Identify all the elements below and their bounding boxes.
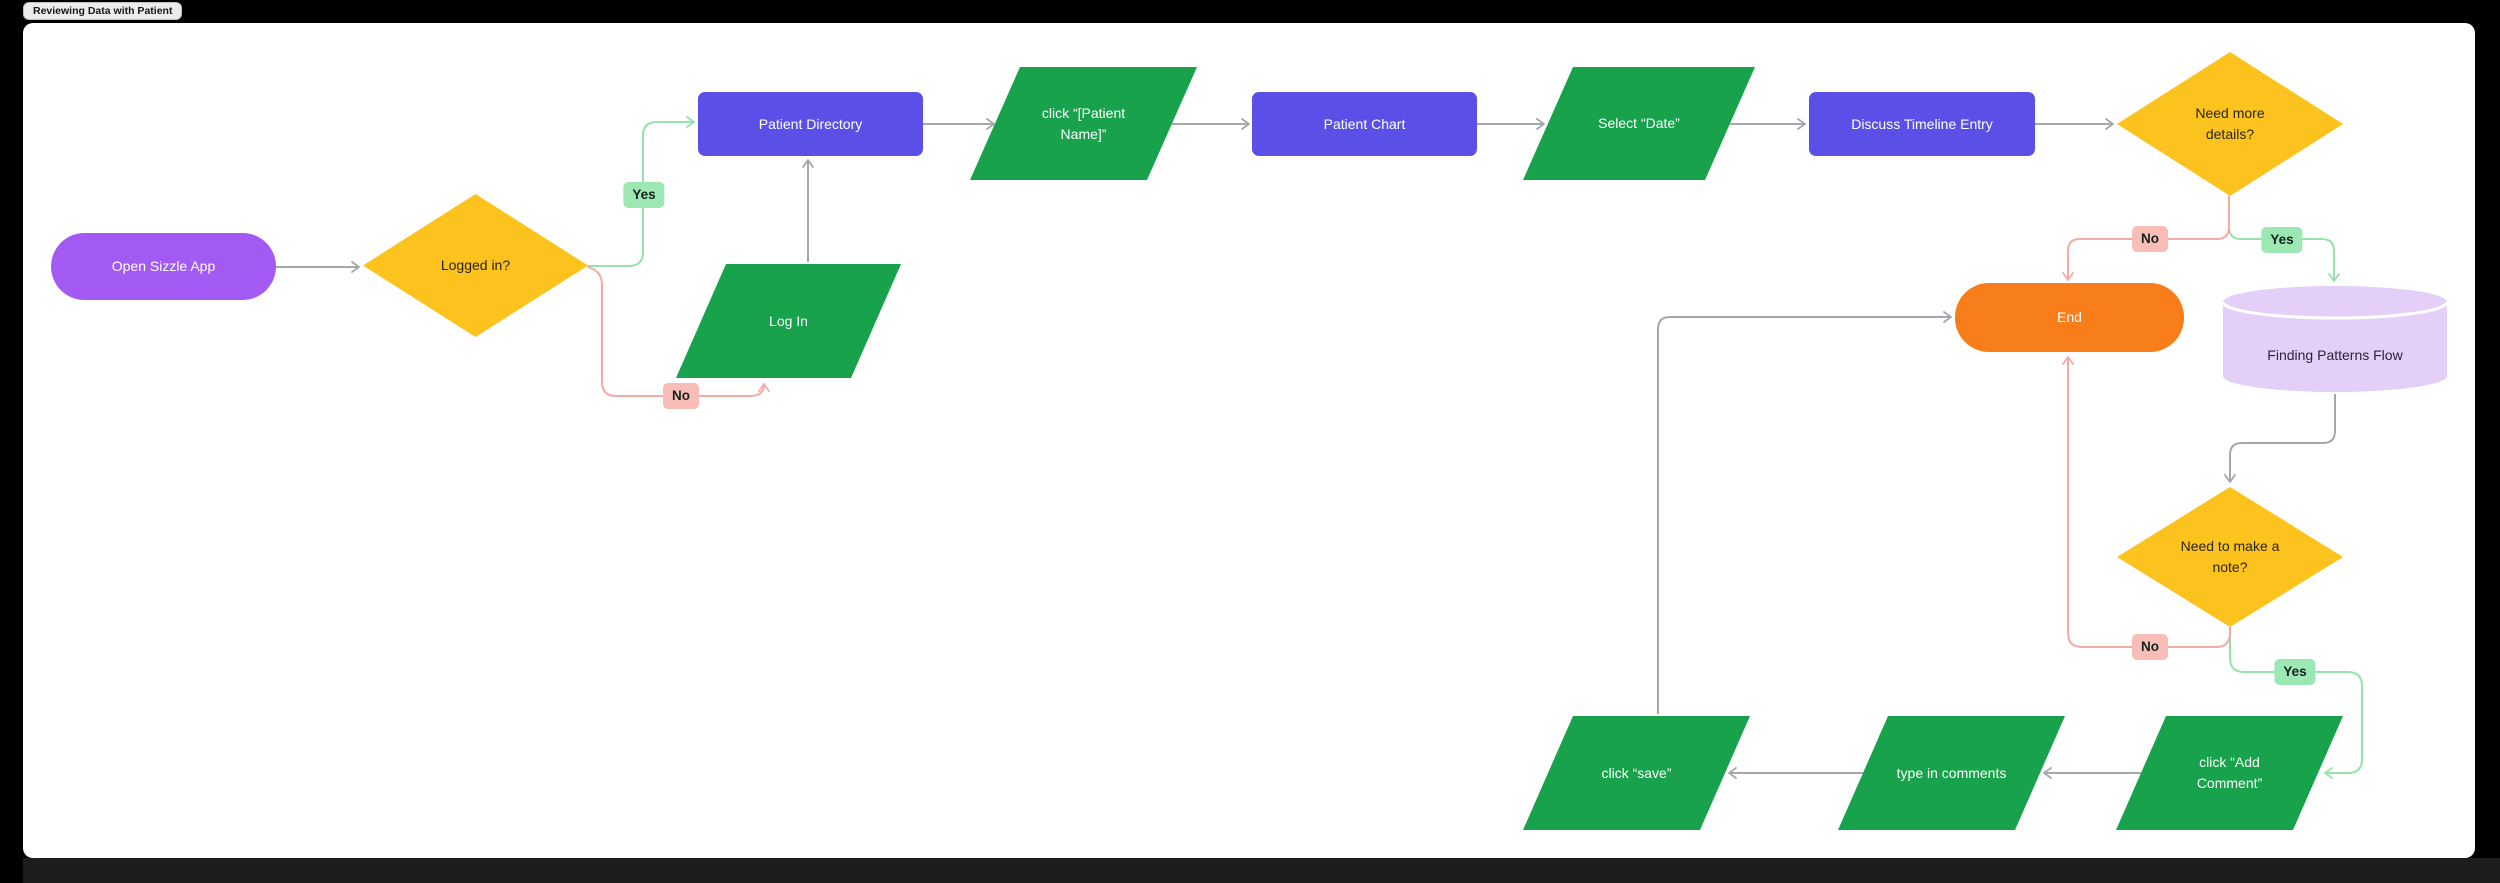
node-select-date-label: Select “Date” <box>1598 115 1680 131</box>
edge-logged-in-no-to-login[interactable] <box>587 266 770 397</box>
node-discuss-timeline-entry[interactable]: Discuss Timeline Entry <box>1809 92 2035 156</box>
node-discuss-timeline-entry-label: Discuss Timeline Entry <box>1851 115 1993 132</box>
node-end[interactable]: End <box>1955 283 2184 352</box>
node-log-in-label: Log In <box>769 312 808 329</box>
node-need-note-label: Need to make a note? <box>2180 538 2280 575</box>
edge-label-logged-in-no[interactable]: No <box>663 383 699 409</box>
document-tab[interactable]: Reviewing Data with Patient <box>23 2 183 20</box>
edge-label-need-details-yes-text: Yes <box>2270 232 2294 247</box>
edge-label-need-note-yes-text: Yes <box>2283 664 2307 679</box>
edge-finding-patterns-to-need-note[interactable] <box>2224 394 2336 483</box>
node-click-patient-name-label: click “[Patient Name]” <box>1041 104 1126 142</box>
edge-label-need-details-no[interactable]: No <box>2132 226 2168 252</box>
edge-label-need-note-no-text: No <box>2141 639 2159 654</box>
node-patient-directory[interactable]: Patient Directory <box>698 92 923 156</box>
node-end-label: End <box>2057 309 2082 325</box>
edge-label-logged-in-no-text: No <box>672 388 690 403</box>
edge-need-note-yes-to-add-comment[interactable] <box>2229 627 2363 779</box>
node-patient-chart[interactable]: Patient Chart <box>1252 92 1477 156</box>
canvas[interactable] <box>23 23 2475 858</box>
node-type-in-comments-label: type in comments <box>1896 764 2007 781</box>
node-click-save-label: click “save” <box>1601 764 1672 781</box>
edge-label-need-details-yes[interactable]: Yes <box>2261 227 2303 253</box>
edge-label-logged-in-yes[interactable]: Yes <box>623 182 665 208</box>
edge-label-logged-in-yes-text: Yes <box>632 187 656 202</box>
node-patient-directory-label: Patient Directory <box>758 115 863 132</box>
edge-label-need-details-no-text: No <box>2141 231 2159 246</box>
node-patient-chart-label: Patient Chart <box>1323 115 1406 132</box>
node-click-add-comment-label: click “Add Comment” <box>2196 754 2263 791</box>
node-finding-patterns-flow[interactable]: Finding Patterns Flow <box>2221 286 2449 392</box>
edge-label-need-note-no[interactable]: No <box>2132 634 2168 660</box>
document-tab-label: Reviewing Data with Patient <box>33 5 173 17</box>
node-open-sizzle-app-label: Open Sizzle App <box>111 258 216 274</box>
node-finding-patterns-flow-label: Finding Patterns Flow <box>2267 347 2403 363</box>
edge-label-need-note-yes[interactable]: Yes <box>2274 659 2316 685</box>
node-open-sizzle-app[interactable]: Open Sizzle App <box>51 233 276 300</box>
bottom-bar <box>23 858 2500 883</box>
cylinder-shape <box>2221 286 2449 392</box>
node-logged-in-label: Logged in? <box>440 257 511 273</box>
node-need-more-details-label: Need more details? <box>2195 105 2265 142</box>
edge-click-save-to-end[interactable] <box>1657 311 1952 714</box>
